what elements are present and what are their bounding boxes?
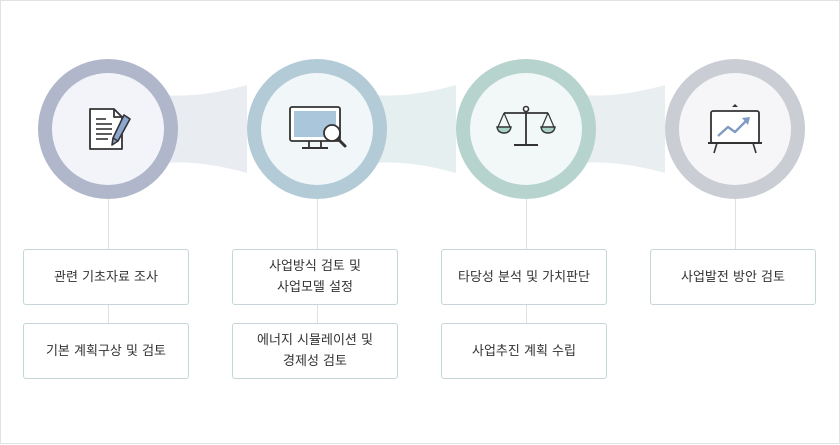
step-connector-line — [526, 305, 527, 323]
stage-research — [38, 59, 178, 199]
step-box: 에너지 시뮬레이션 및 경제성 검토 — [232, 323, 398, 379]
stage-connector-line — [317, 199, 318, 249]
chart-easel-icon — [708, 104, 762, 154]
stage-ring — [456, 59, 596, 199]
stage-business-model — [247, 59, 387, 199]
stage-inner-circle — [470, 73, 582, 185]
step-label: 사업발전 방안 검토 — [681, 269, 785, 285]
step-connector-line — [317, 305, 318, 323]
monitor-search-icon — [289, 106, 347, 149]
balance-scale-icon — [496, 105, 556, 146]
stage-development — [665, 59, 805, 199]
stage-ring — [665, 59, 805, 199]
stage-connector-line — [735, 199, 736, 249]
step-label: 관련 기초자료 조사 — [54, 269, 158, 285]
step-label: 기본 계획구상 및 검토 — [45, 343, 167, 359]
stage-ring — [247, 59, 387, 199]
step-box: 사업발전 방안 검토 — [650, 249, 816, 305]
step-label: 사업방식 검토 및 사업모델 설정 — [269, 259, 361, 295]
step-label: 사업추진 계획 수립 — [472, 343, 576, 359]
stage-feasibility — [456, 59, 596, 199]
stage-inner-circle — [261, 73, 373, 185]
step-box: 기본 계획구상 및 검토 — [23, 323, 189, 379]
step-box: 사업방식 검토 및 사업모델 설정 — [232, 249, 398, 305]
step-label: 타당성 분석 및 가치판단 — [458, 269, 590, 285]
stage-connector-line — [526, 199, 527, 249]
stage-inner-circle — [52, 73, 164, 185]
step-label: 에너지 시뮬레이션 및 경제성 검토 — [257, 333, 373, 369]
stage-ring — [38, 59, 178, 199]
step-box: 사업추진 계획 수립 — [441, 323, 607, 379]
stage-inner-circle — [679, 73, 791, 185]
stage-connector-line — [108, 199, 109, 249]
step-box: 타당성 분석 및 가치판단 — [441, 249, 607, 305]
document-pen-icon — [89, 108, 131, 150]
step-connector-line — [108, 305, 109, 323]
step-box: 관련 기초자료 조사 — [23, 249, 189, 305]
